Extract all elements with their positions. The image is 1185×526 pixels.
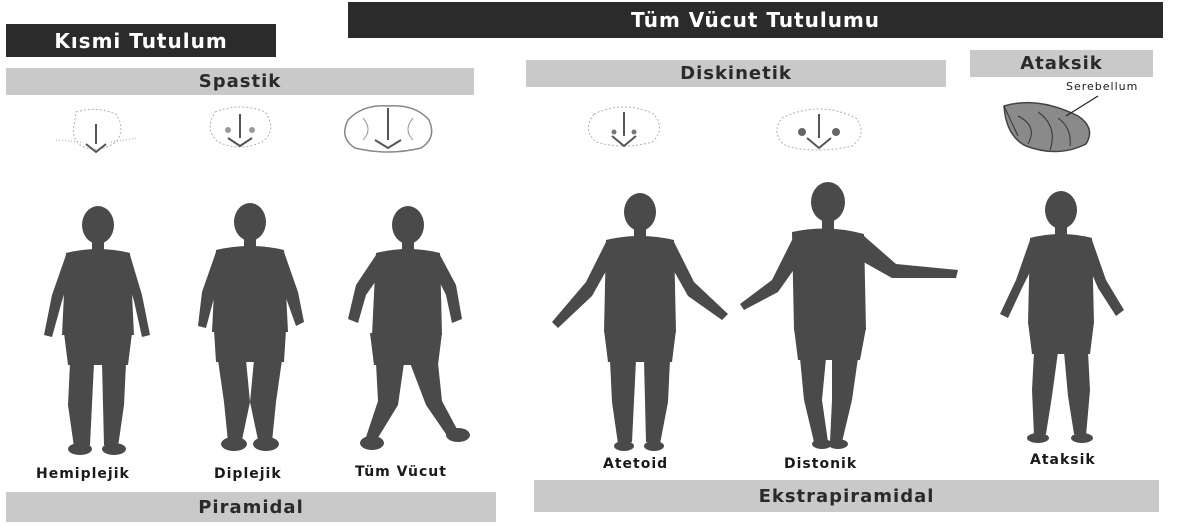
caption-whole-body: Tüm Vücut <box>355 464 447 480</box>
partial-involvement-banner: Kısmi Tutulum <box>6 24 276 57</box>
brain-section-whole-body <box>333 100 443 160</box>
caption-diplegic: Diplejik <box>214 466 282 482</box>
pyramidal-banner: Piramidal <box>6 492 496 522</box>
caption-dystonic: Distonik <box>784 456 857 472</box>
pyramidal-title: Piramidal <box>198 497 304 518</box>
athetoid-figure <box>548 192 733 457</box>
diplegic-figure <box>188 202 313 457</box>
whole-body-figure <box>338 205 478 455</box>
ataxic-figure <box>986 190 1136 450</box>
brain-section-dystonic <box>764 98 874 158</box>
spastic-title: Spastik <box>199 71 281 92</box>
partial-involvement-title: Kısmi Tutulum <box>54 29 227 53</box>
dyskinetic-banner: Diskinetik <box>526 60 946 87</box>
brain-section-hemiplegic <box>46 104 146 164</box>
brain-section-athetoid <box>574 96 674 156</box>
brain-section-diplegic <box>190 100 290 160</box>
whole-body-involvement-banner: Tüm Vücut Tutulumu <box>348 2 1163 38</box>
extrapyramidal-banner: Ekstrapiramidal <box>534 480 1159 512</box>
extrapyramidal-title: Ekstrapiramidal <box>759 486 935 507</box>
cerebellum-pointer-arrow <box>1062 94 1102 120</box>
dyskinetic-title: Diskinetik <box>680 63 792 84</box>
whole-body-involvement-title: Tüm Vücut Tutulumu <box>631 8 880 32</box>
caption-ataxic: Ataksik <box>1030 452 1096 468</box>
cerebellum-label: Serebellum <box>1066 80 1138 93</box>
spastic-banner: Spastik <box>6 68 474 95</box>
caption-hemiplegic: Hemiplejik <box>36 466 130 482</box>
ataxic-banner: Ataksik <box>970 50 1153 77</box>
caption-athetoid: Atetoid <box>603 456 668 472</box>
hemiplegic-figure <box>34 205 164 460</box>
ataxic-title: Ataksik <box>1020 53 1103 74</box>
dystonic-figure <box>736 180 966 455</box>
